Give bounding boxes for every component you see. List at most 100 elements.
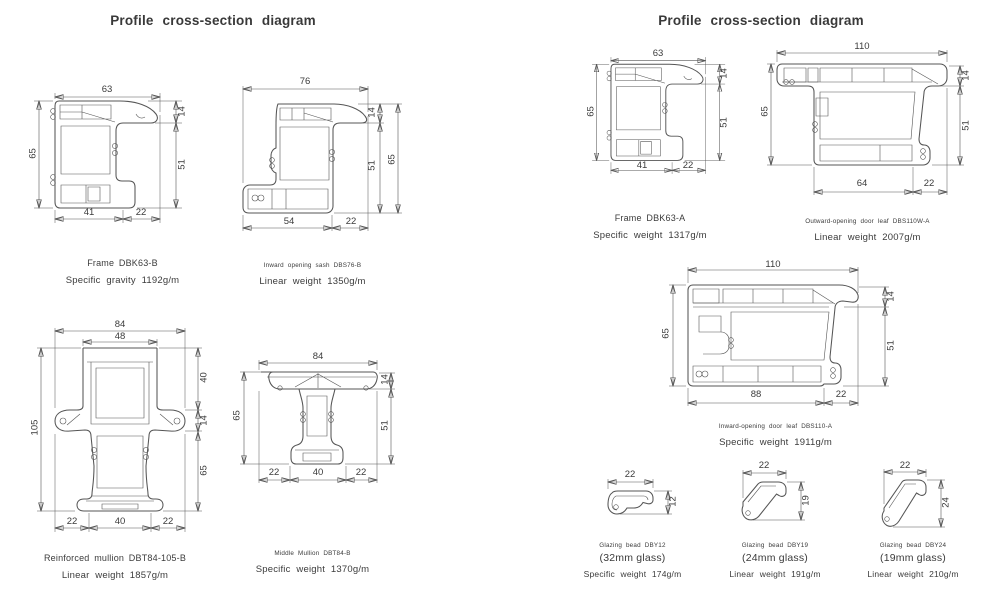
dim-depth: 51 — [960, 120, 972, 131]
dim-bottom-b: 22 — [135, 207, 147, 218]
profile-caption: Frame DBK63-A Specific weight 1317g/m — [575, 213, 725, 241]
dim-bottom-a: 22 — [66, 516, 78, 527]
dim-bottom-b: 40 — [312, 467, 324, 478]
dim-flange: 14 — [885, 291, 897, 302]
dim-height: 65 — [585, 106, 597, 117]
figure-glazing-bead-dby19: 22 19 — [731, 460, 813, 536]
glass-size: (24mm glass) — [742, 552, 808, 564]
dim-bottom-a: 41 — [636, 160, 648, 171]
dim-height: 24 — [940, 497, 952, 508]
dim-bottom-b: 40 — [114, 516, 126, 527]
dim-width: 110 — [854, 41, 870, 52]
cross-section-drawing — [242, 86, 402, 231]
dim-width: 84 — [312, 351, 324, 362]
dim-depth: 51 — [176, 159, 188, 170]
figure-frame-dbk63-b: 63 65 14 51 41 22 — [24, 84, 204, 252]
figure-reinforced-mullion-dbt84-105-b: 84 48 105 40 14 65 22 40 22 — [30, 318, 215, 553]
profile-weight: Specific weight 1317g/m — [593, 230, 707, 241]
dim-depth: 51 — [885, 340, 897, 351]
figure-sash-dbs76-b: 76 14 51 65 54 22 — [228, 76, 408, 271]
profile-caption: Reinforced mullion DBT84-105-B Linear we… — [35, 553, 195, 581]
cross-section-drawing — [767, 50, 964, 195]
cross-section-drawing — [37, 328, 202, 532]
dim-width: 63 — [652, 48, 664, 59]
profile-name: Outward-opening door leaf DBS110W-A — [805, 218, 930, 225]
figure-frame-dbk63-a: 63 65 14 51 41 22 — [583, 48, 745, 200]
dim-height: 65 — [660, 328, 672, 339]
profile-caption: Inward-opening door leaf DBS110-A Specif… — [668, 423, 883, 448]
dim-width: 63 — [101, 84, 113, 95]
figure-glazing-bead-dby24: 22 24 — [871, 460, 953, 546]
cross-section-drawing — [607, 479, 672, 515]
profile-caption: Middle Mullion DBT84-B Specific weight 1… — [235, 550, 390, 575]
cross-section-drawing — [669, 267, 889, 406]
section-title-left: Profile cross-section diagram — [110, 13, 316, 28]
dim-depth: 51 — [718, 117, 730, 128]
profile-caption: Frame DBK63-B Specific gravity 1192g/m — [45, 258, 200, 286]
dim-height: 19 — [800, 495, 812, 506]
dim-bottom-c: 22 — [355, 467, 367, 478]
dim-bottom-b: 22 — [835, 389, 847, 400]
figure-middle-mullion-dbt84-b: 84 65 14 51 22 40 22 — [232, 351, 413, 510]
dim-bottom-a: 64 — [856, 178, 868, 189]
dim-bottom-a: 22 — [268, 467, 280, 478]
cross-section-drawing — [34, 93, 182, 223]
glass-size: (32mm glass) — [599, 552, 666, 564]
dim-width: 76 — [299, 76, 311, 87]
dim-lower-depth: 65 — [198, 465, 210, 476]
dim-flange: 14 — [379, 374, 391, 385]
dim-bottom-b: 22 — [923, 178, 935, 189]
dim-height: 65 — [27, 148, 39, 159]
profile-name: Frame DBK63-A — [614, 213, 686, 223]
profile-weight: Specific gravity 1192g/m — [65, 275, 180, 286]
dim-bottom-b: 22 — [345, 216, 357, 227]
cross-section-drawing — [592, 57, 726, 174]
dim-height: 12 — [667, 496, 679, 507]
dim-bottom-b: 22 — [682, 160, 694, 171]
profile-name: Inward opening sash DBS76-B — [263, 262, 362, 269]
dim-depth: 51 — [379, 420, 391, 431]
dim-flange: 14 — [198, 415, 210, 426]
figure-door-leaf-dbs110w-a: 110 65 14 51 64 22 — [759, 41, 980, 202]
profile-name: Frame DBK63-B — [87, 258, 158, 268]
profile-caption: Outward-opening door leaf DBS110W-A Line… — [760, 218, 975, 243]
dim-flange: 14 — [960, 70, 972, 81]
dim-width: 110 — [765, 259, 781, 270]
dim-top-depth: 40 — [198, 372, 210, 383]
dim-height: 65 — [759, 106, 771, 117]
dim-bottom-a: 54 — [283, 216, 295, 227]
dim-bottom-c: 22 — [162, 516, 174, 527]
profile-weight: Linear weight 191g/m — [729, 569, 821, 579]
dim-width: 22 — [624, 469, 636, 480]
dim-width: 22 — [758, 460, 770, 471]
section-title-right: Profile cross-section diagram — [658, 13, 864, 28]
profile-name: Middle Mullion DBT84-B — [274, 550, 351, 557]
profile-name: Reinforced mullion DBT84-105-B — [43, 553, 187, 563]
profile-name: Glazing bead DBY12 — [599, 542, 666, 549]
dim-flange: 14 — [176, 106, 188, 117]
dim-depth: 51 — [366, 160, 378, 171]
profile-weight: Linear weight 210g/m — [867, 569, 959, 579]
profile-caption: Inward opening sash DBS76-B Linear weigh… — [235, 262, 390, 287]
figure-door-leaf-dbs110-a: 110 65 14 51 88 22 — [660, 259, 911, 422]
profile-caption: Glazing bead DBY19 (24mm glass) Linear w… — [717, 542, 833, 579]
profile-weight: Linear weight 1857g/m — [61, 570, 169, 581]
dim-flange: 14 — [718, 68, 730, 79]
profile-weight: Linear weight 2007g/m — [814, 232, 921, 243]
dim-height: 65 — [386, 154, 398, 165]
dim-flange: 14 — [366, 107, 378, 118]
profile-name: Inward-opening door leaf DBS110-A — [718, 423, 833, 430]
profile-weight: Specific weight 174g/m — [583, 569, 682, 579]
cross-section-drawing — [881, 469, 945, 546]
dim-width: 22 — [899, 460, 911, 471]
cross-section-drawing — [741, 470, 805, 536]
profile-caption: Glazing bead DBY24 (19mm glass) Linear w… — [854, 542, 972, 579]
dim-bottom-a: 41 — [83, 207, 95, 218]
dim-bottom-a: 88 — [750, 389, 762, 400]
dim-width: 84 — [114, 319, 126, 330]
profile-caption: Glazing bead DBY12 (32mm glass) Specific… — [575, 542, 690, 579]
figure-glazing-bead-dby12: 22 12 — [596, 469, 684, 536]
cross-section-drawing — [240, 360, 395, 483]
dim-height: 105 — [29, 419, 41, 436]
profile-name: Glazing bead DBY19 — [741, 542, 809, 549]
